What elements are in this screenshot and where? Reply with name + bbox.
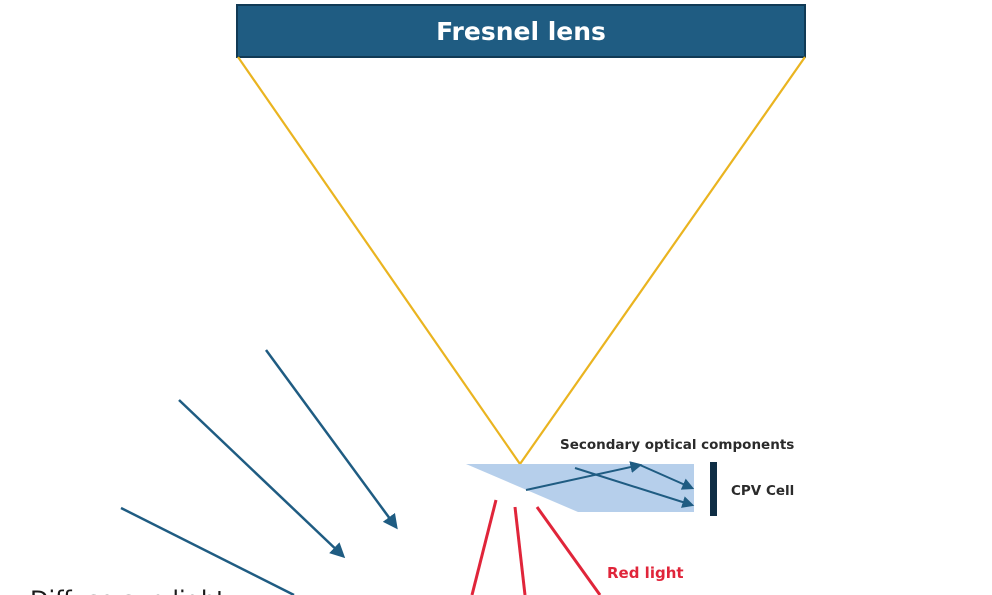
secondary-optics-label: Secondary optical components (560, 437, 794, 453)
red-light-label: Red light (607, 564, 684, 582)
red-ray-3 (535, 506, 602, 595)
diffuse-light-rays (120, 349, 398, 595)
red-ray-2 (513, 506, 527, 595)
internal-ray-3 (574, 467, 695, 508)
diffuse-ray-2 (178, 399, 346, 559)
focus-ray-right (519, 56, 806, 465)
fresnel-lens: Fresnel lens (236, 4, 806, 58)
focus-ray-left (237, 56, 521, 465)
fresnel-lens-label: Fresnel lens (436, 17, 606, 46)
diffuse-ray-3 (120, 506, 295, 595)
diffuse-ray-1 (264, 349, 398, 530)
internal-ray-1 (525, 461, 643, 491)
secondary-optic-shape (466, 464, 694, 512)
cpv-cell-label: CPV Cell (731, 483, 794, 499)
fresnel-lens-bar (236, 4, 806, 58)
cpv-cell (710, 462, 717, 516)
secondary-optic (466, 461, 695, 512)
diffuse-light-label: Diffuse sun light (30, 586, 226, 595)
red-ray-1 (470, 499, 498, 595)
internal-ray-2 (639, 464, 695, 490)
red-light-rays (470, 499, 602, 595)
focused-rays (237, 56, 806, 465)
